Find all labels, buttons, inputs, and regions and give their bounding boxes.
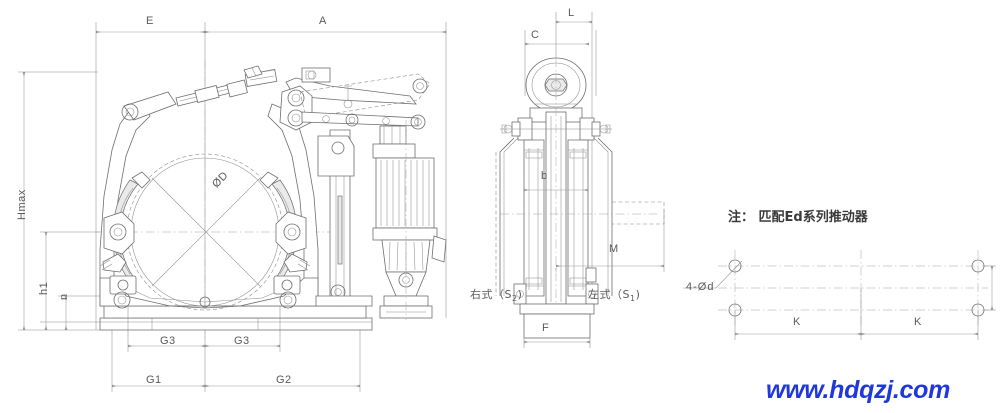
side-body xyxy=(500,58,660,339)
dim-label-E: E xyxy=(146,15,154,27)
dim-label-G3-right: G3 xyxy=(234,335,250,347)
dim-label-F: F xyxy=(542,322,550,334)
variant-right-text: 右式（S xyxy=(470,288,512,301)
dim-label-M: M xyxy=(609,243,619,255)
dim-label-K-left: K xyxy=(793,316,801,328)
dim-label-Hmax: Hmax xyxy=(16,189,28,220)
base-plate xyxy=(99,305,373,331)
callout-label-bolt-holes: 4-Ød xyxy=(686,281,715,293)
variant-right-sub: 2 xyxy=(511,294,518,304)
variant-label-right-hand: 右式（S2) xyxy=(470,288,523,304)
front-view-group xyxy=(18,22,447,392)
variant-rods xyxy=(495,137,613,296)
dim-label-h1: h1 xyxy=(38,281,50,295)
callout-leader xyxy=(683,260,743,289)
dim-bottom-chain xyxy=(111,344,361,388)
side-view-group xyxy=(495,12,665,348)
dim-label-G2: G2 xyxy=(276,374,292,386)
dim-label-A: A xyxy=(319,15,327,27)
pivot-bosses xyxy=(103,211,307,309)
dim-label-G1: G1 xyxy=(146,374,162,386)
dim-label-n: n xyxy=(58,293,70,300)
thruster-unit xyxy=(372,120,447,320)
variant-left-text: 左式（S xyxy=(588,288,630,301)
upper-linkage xyxy=(121,65,431,131)
dim-label-K-right: K xyxy=(914,316,922,328)
note-text: 注： 匹配Ed系列推动器 xyxy=(728,210,868,225)
dim-label-G3-left: G3 xyxy=(160,335,176,347)
dim-label-b: b xyxy=(541,170,548,182)
dim-label-L: L xyxy=(568,7,575,19)
variant-label-left-hand: 左式（S1) xyxy=(588,288,641,304)
site-watermark: www.hdqzj.com xyxy=(766,376,951,404)
guide-column xyxy=(315,129,373,307)
dim-label-C: C xyxy=(531,29,540,41)
dim-left-chain xyxy=(22,71,68,331)
bolt-pattern-group xyxy=(683,250,996,340)
adjusting-screws xyxy=(99,171,311,273)
variant-left-sub: 1 xyxy=(629,294,636,304)
